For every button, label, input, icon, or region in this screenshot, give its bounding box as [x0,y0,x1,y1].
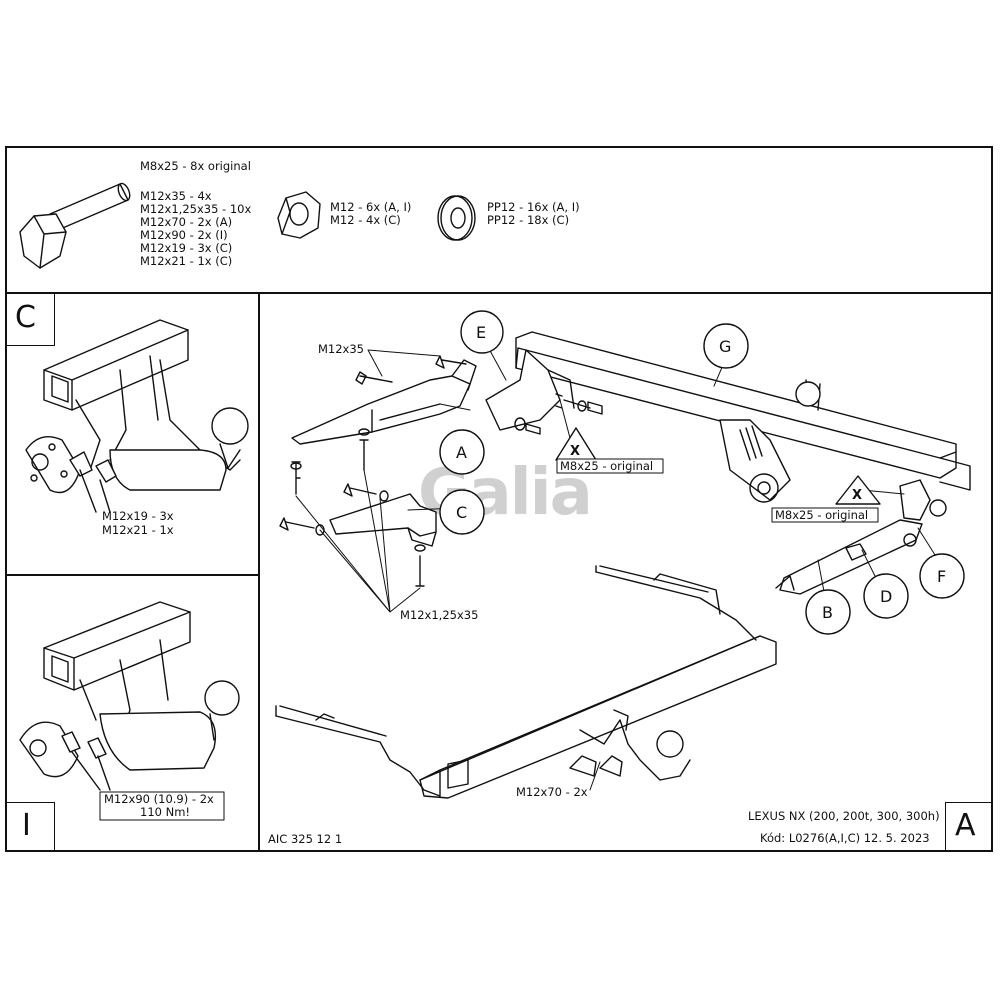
corner-box-c [5,292,55,346]
panel-letter-c: C [15,300,36,335]
label-m12x70: M12x70 - 2x [516,785,588,799]
drawing-code: AIC 325 12 1 [268,832,343,846]
corner-box-a [945,802,993,852]
panel-c-hitch [25,319,249,513]
part-label-a: A [456,443,467,462]
panel-i-hitch [19,601,240,791]
callout-circle-e [460,310,504,354]
part-label-b: B [822,603,833,622]
nut-line-1: M12 - 4x (C) [330,213,401,227]
bracket-c [329,493,437,547]
nut-icon [277,191,321,239]
bolt-icon [19,182,131,269]
bolt-line-1: M12x35 - 4x [140,189,212,203]
assembled-hitch-lower [275,565,777,799]
callout-circle-d [863,573,909,619]
washer-icon [437,195,476,241]
label-box-m8x25-1 [556,458,664,474]
bracket-e [485,349,603,431]
panel-c-note-1: M12x19 - 3x [102,509,174,523]
nut-line-0: M12 - 6x (A, I) [330,200,412,214]
callout-circle-f [919,553,965,599]
vehicle-name: LEXUS NX (200, 200t, 300, 300h) [748,809,940,823]
warning-triangle-2 [835,475,881,505]
label-m8x25-1: M8x25 - original [560,459,654,473]
washer-line-0: PP12 - 16x (A, I) [487,200,580,214]
panel-i-note-1: M12x90 (10.9) - 2x [104,792,214,806]
label-box-m12x90 [99,791,225,821]
label-box-m8x25-2 [771,507,879,523]
callout-circle-c [439,489,485,535]
bolt-line-2: M12x1,25x35 - 10x [140,202,252,216]
callout-circle-g [703,323,749,369]
bolt-line-3: M12x70 - 2x (A) [140,215,233,229]
washer-line-1: PP12 - 18x (C) [487,213,570,227]
leader-lines [295,335,943,791]
panel-letter-a: A [955,808,976,843]
callout-circle-a [439,429,485,475]
x-mark-1: X [570,444,580,459]
part-label-c: C [456,503,467,522]
header-divider [5,292,993,294]
panel-letter-i: I [22,808,31,843]
label-m12x35: M12x35 [318,342,364,356]
bolt-line-6: M12x21 - 1x (C) [140,254,233,268]
kod-date: Kód: L0276(A,I,C) 12. 5. 2023 [760,831,930,845]
bracket-a [291,359,477,445]
callout-circle-b [805,589,851,635]
panel-c-note-2: M12x21 - 1x [102,523,174,537]
x-mark-2: X [852,488,862,503]
left-panel-divider [5,574,260,576]
drawing-frame [5,146,993,852]
label-m8x25-2: M8x25 - original [775,508,869,522]
label-m12x125x35: M12x1,25x35 [400,608,479,622]
bolt-line-4: M12x90 - 2x (I) [140,228,228,242]
part-label-f: F [937,567,946,586]
part-label-e: E [476,323,486,342]
bolt-line-5: M12x19 - 3x (C) [140,241,233,255]
side-bar-bdf [775,479,947,595]
part-label-g: G [719,337,731,356]
main-crossbar-g [515,331,971,503]
panel-divider [258,292,260,852]
panel-i-note-2: 110 Nm! [140,805,191,819]
part-label-d: D [880,587,892,606]
bolt-line-0: M8x25 - 8x original [140,159,251,173]
corner-box-i [5,802,55,852]
